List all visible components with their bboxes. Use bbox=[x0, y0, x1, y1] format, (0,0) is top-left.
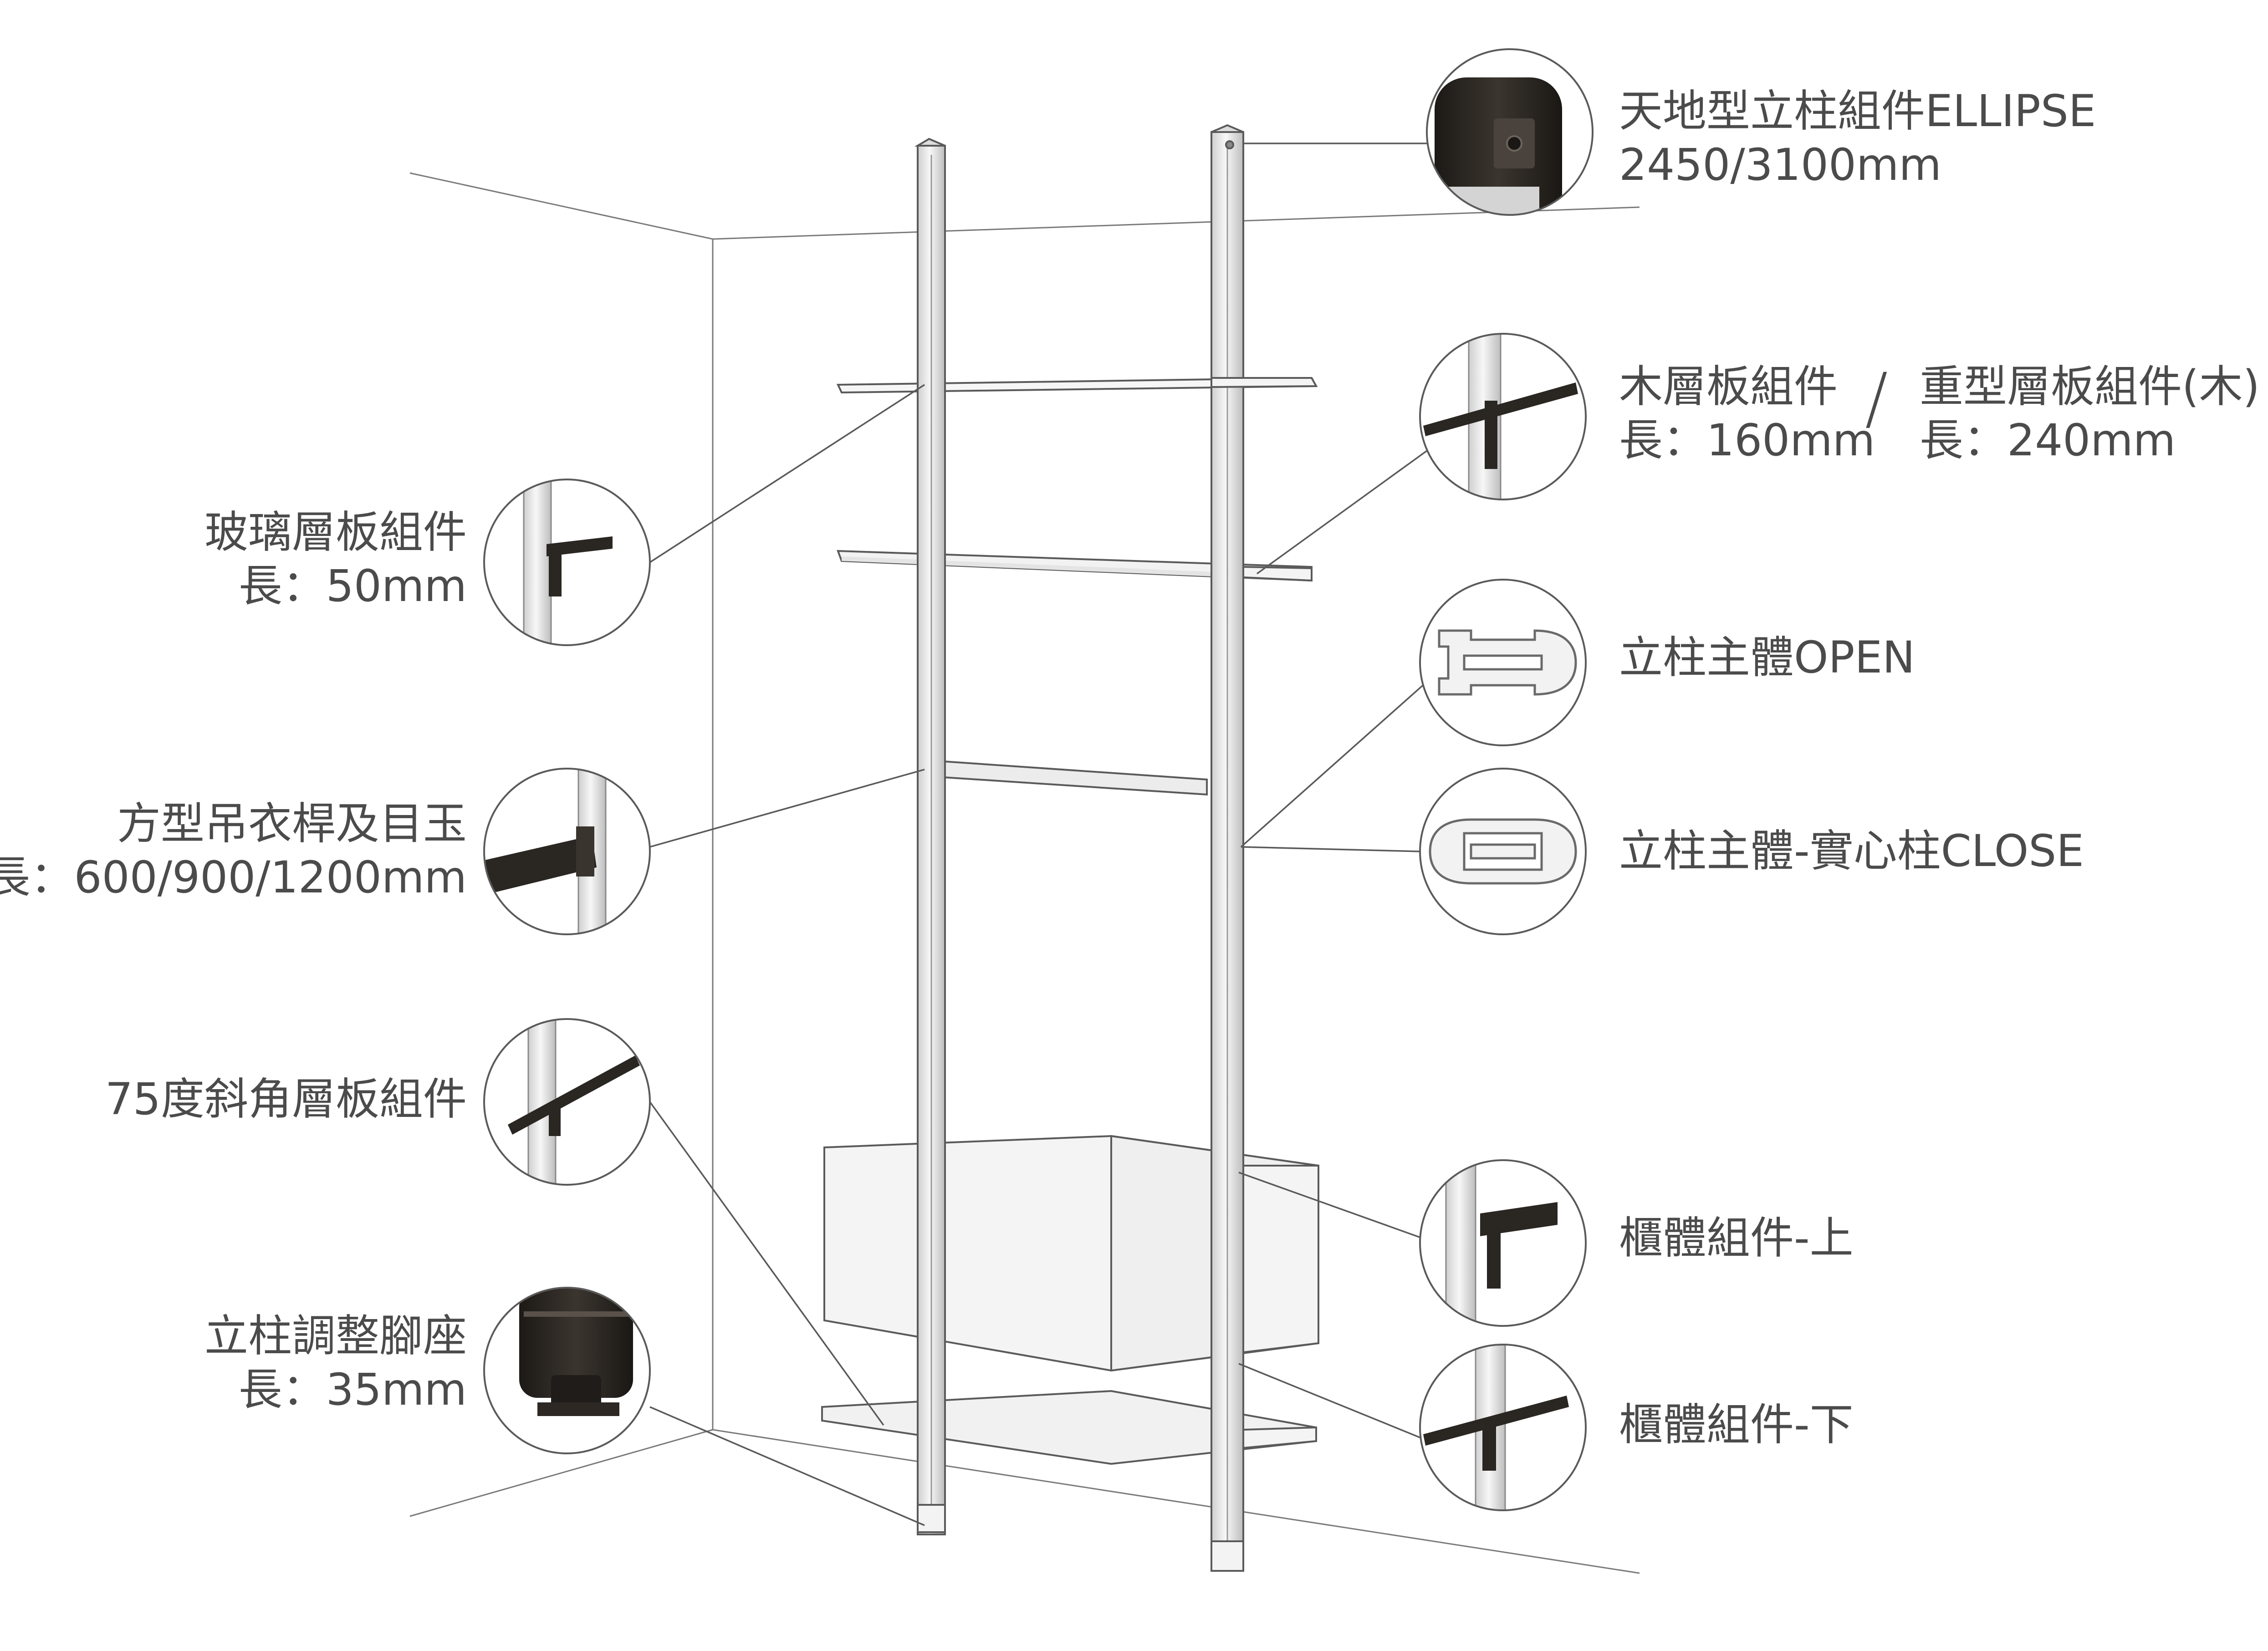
label-heavy-shelf-line1: 重型層板組件(木) bbox=[1920, 361, 2260, 412]
label-post-close: 立柱主體-實心柱CLOSE bbox=[1619, 826, 2084, 876]
callout-ellipse-post bbox=[1426, 48, 1594, 216]
callout-cabinet-upper bbox=[1419, 1159, 1587, 1327]
callout-foot bbox=[483, 1287, 651, 1454]
label-foot-line2: 長：35mm bbox=[238, 1364, 467, 1415]
label-foot-line1: 立柱調整腳座 bbox=[204, 1310, 467, 1361]
callout-angled-shelf bbox=[483, 1018, 651, 1186]
label-ellipse-post-line1: 天地型立柱組件ELLIPSE bbox=[1619, 86, 2096, 137]
label-angled-shelf: 75度斜角層板組件 bbox=[105, 1074, 467, 1125]
label-post-open: 立柱主體OPEN bbox=[1619, 632, 1915, 683]
label-hanging-rod: 方型吊衣桿及目玉 長：600/900/1200mm bbox=[0, 797, 467, 904]
label-glass-shelf: 玻璃層板組件 長：50mm bbox=[204, 505, 467, 613]
callout-wood-shelf bbox=[1419, 333, 1587, 500]
label-heavy-shelf-line2: 長：240mm bbox=[1920, 415, 2176, 466]
callout-post-close bbox=[1419, 768, 1587, 935]
callout-post-open bbox=[1419, 579, 1587, 746]
label-wood-shelf: 木層板組件 長：160mm bbox=[1619, 360, 1875, 467]
left-post bbox=[914, 138, 946, 1535]
right-post bbox=[1211, 124, 1244, 1572]
label-cabinet-upper: 櫃體組件-上 bbox=[1619, 1213, 1854, 1264]
label-hanging-rod-line2: 長：600/900/1200mm bbox=[0, 852, 467, 903]
label-hanging-rod-line1: 方型吊衣桿及目玉 bbox=[117, 798, 467, 849]
label-wood-shelf-line1: 木層板組件 bbox=[1619, 361, 1838, 412]
label-foot: 立柱調整腳座 長：35mm bbox=[204, 1309, 467, 1417]
label-heavy-shelf: 重型層板組件(木) 長：240mm bbox=[1920, 360, 2260, 467]
label-cabinet-lower: 櫃體組件-下 bbox=[1619, 1399, 1854, 1450]
leader-lines bbox=[649, 143, 1431, 1526]
label-wood-shelf-line2: 長：160mm bbox=[1619, 415, 1875, 466]
label-ellipse-post-line2: 2450/3100mm bbox=[1619, 139, 1941, 190]
label-glass-shelf-line2: 長：50mm bbox=[238, 561, 467, 611]
label-ellipse-post: 天地型立柱組件ELLIPSE 2450/3100mm bbox=[1619, 84, 2096, 192]
room-outline bbox=[409, 172, 1640, 1574]
label-shelf-separator: / bbox=[1865, 359, 1888, 438]
callout-hanging-rod bbox=[483, 768, 651, 935]
label-glass-shelf-line1: 玻璃層板組件 bbox=[204, 507, 467, 558]
callout-cabinet-lower bbox=[1419, 1344, 1587, 1511]
hanging-rod bbox=[928, 759, 1208, 796]
callout-glass-shelf bbox=[483, 479, 651, 646]
